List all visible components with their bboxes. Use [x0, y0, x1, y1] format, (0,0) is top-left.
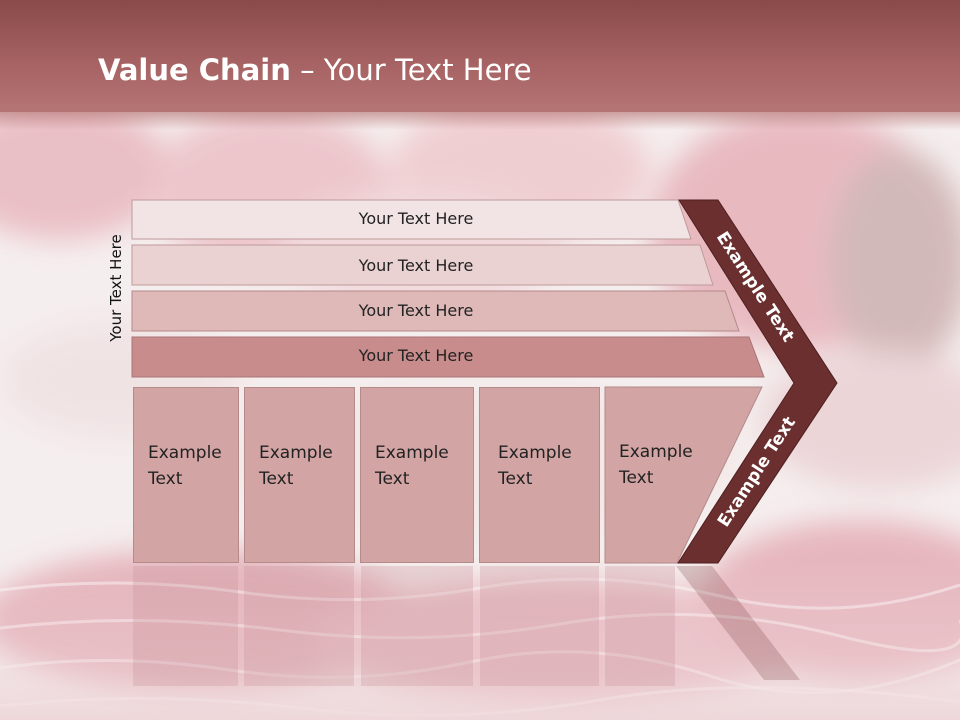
- column-box-5: Example Text: [605, 387, 725, 563]
- title-bold: Value Chain: [98, 53, 291, 87]
- header-bar-4-text: Your Text Here: [358, 346, 474, 365]
- title-rest: – Your Text Here: [290, 53, 532, 87]
- column-box-3: Example Text: [360, 387, 474, 563]
- header-bar-3-text: Your Text Here: [358, 301, 474, 320]
- title-band-fade: [0, 104, 960, 130]
- column-box-1: Example Text: [133, 387, 239, 563]
- header-bar-3: [131, 290, 740, 332]
- column-box-1-text: Example Text: [148, 443, 222, 489]
- diagram-reflection: [133, 566, 800, 686]
- header-bar-2-text: Your Text Here: [358, 256, 474, 275]
- column-box-4: Example Text: [479, 387, 600, 563]
- column-box-5-text: Example Text: [619, 442, 693, 488]
- slide-title: Value Chain – Your Text Here: [98, 53, 532, 87]
- header-bar-4: [131, 336, 765, 378]
- header-bar-2: [131, 244, 714, 286]
- last-column-box: [604, 386, 763, 564]
- column-box-2-text: Example Text: [259, 443, 333, 489]
- column-box-4-text: Example Text: [498, 443, 572, 489]
- column-box-2: Example Text: [244, 387, 355, 563]
- header-bar-1-text: Your Text Here: [358, 209, 474, 228]
- column-box-3-text: Example Text: [375, 443, 449, 489]
- title-band: [0, 0, 960, 112]
- header-bar-1: [131, 199, 692, 240]
- value-chevron: [677, 199, 838, 564]
